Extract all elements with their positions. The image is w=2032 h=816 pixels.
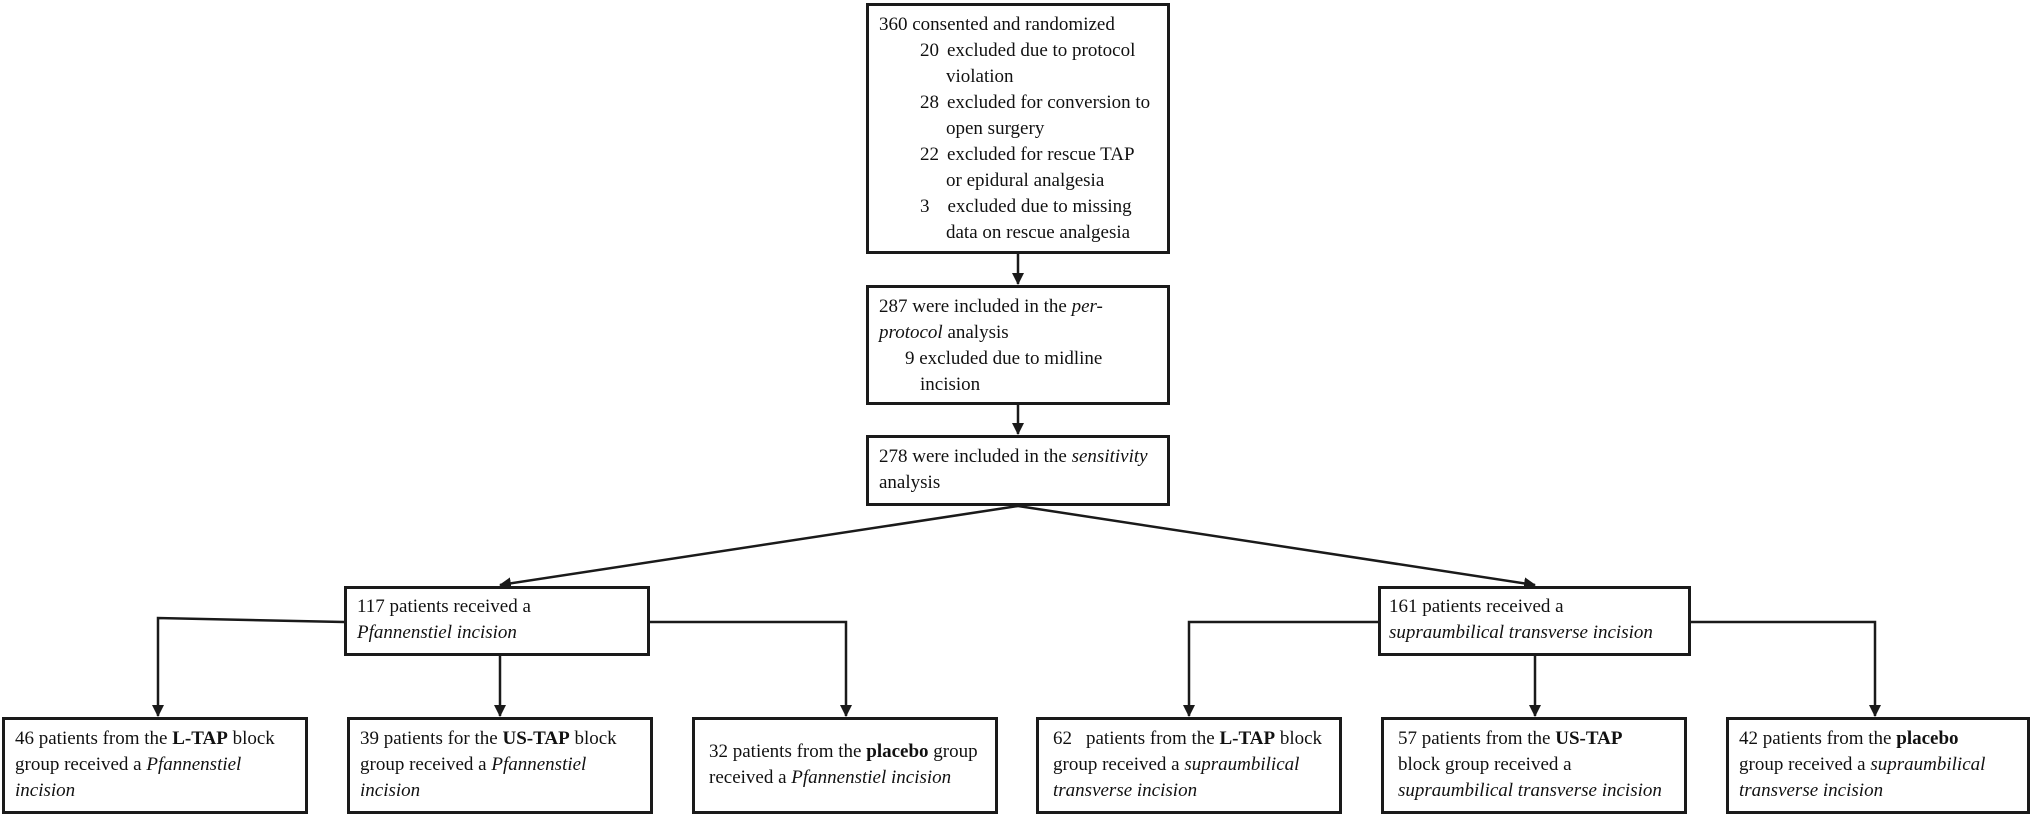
- arrow-sensitivity-to-pfannenstiel: [499, 504, 1019, 590]
- perprotocol-box: 287 were included in the per- protocol a…: [866, 285, 1170, 405]
- exclusion-midline: 9 excluded due to midline: [905, 348, 1103, 369]
- arrow-supraumbilical-to-ltap: [1183, 620, 1378, 717]
- randomized-title: 360 consented and randomized: [879, 14, 1115, 35]
- leaf-placebo-supraumbilical: 42 patients from the placebo group recei…: [1726, 717, 2030, 814]
- leaf-ltap-pfannenstiel: 46 patients from the L-TAP block group r…: [2, 717, 308, 814]
- supraumbilical-box: 161 patients received a supraumbilical t…: [1378, 586, 1691, 656]
- arrow-sensitivity-to-supraumbilical: [1017, 504, 1536, 590]
- pfannenstiel-box: 117 patients received a Pfannenstiel inc…: [344, 586, 650, 656]
- arrow-pfannenstiel-to-placebo: [650, 620, 852, 717]
- leaf-ustap-pfannenstiel: 39 patients for the US-TAP block group r…: [347, 717, 653, 814]
- sensitivity-box: 278 were included in the sensitivity ana…: [866, 435, 1170, 506]
- leaf-ustap-supraumbilical: 57 patients from the US-TAP block group …: [1381, 717, 1687, 814]
- arrow-supraumbilical-to-placebo: [1691, 620, 1881, 717]
- leaf-placebo-pfannenstiel: 32 patients from the placebo group recei…: [692, 717, 998, 814]
- arrow-pfannenstiel-to-ltap: [152, 616, 345, 717]
